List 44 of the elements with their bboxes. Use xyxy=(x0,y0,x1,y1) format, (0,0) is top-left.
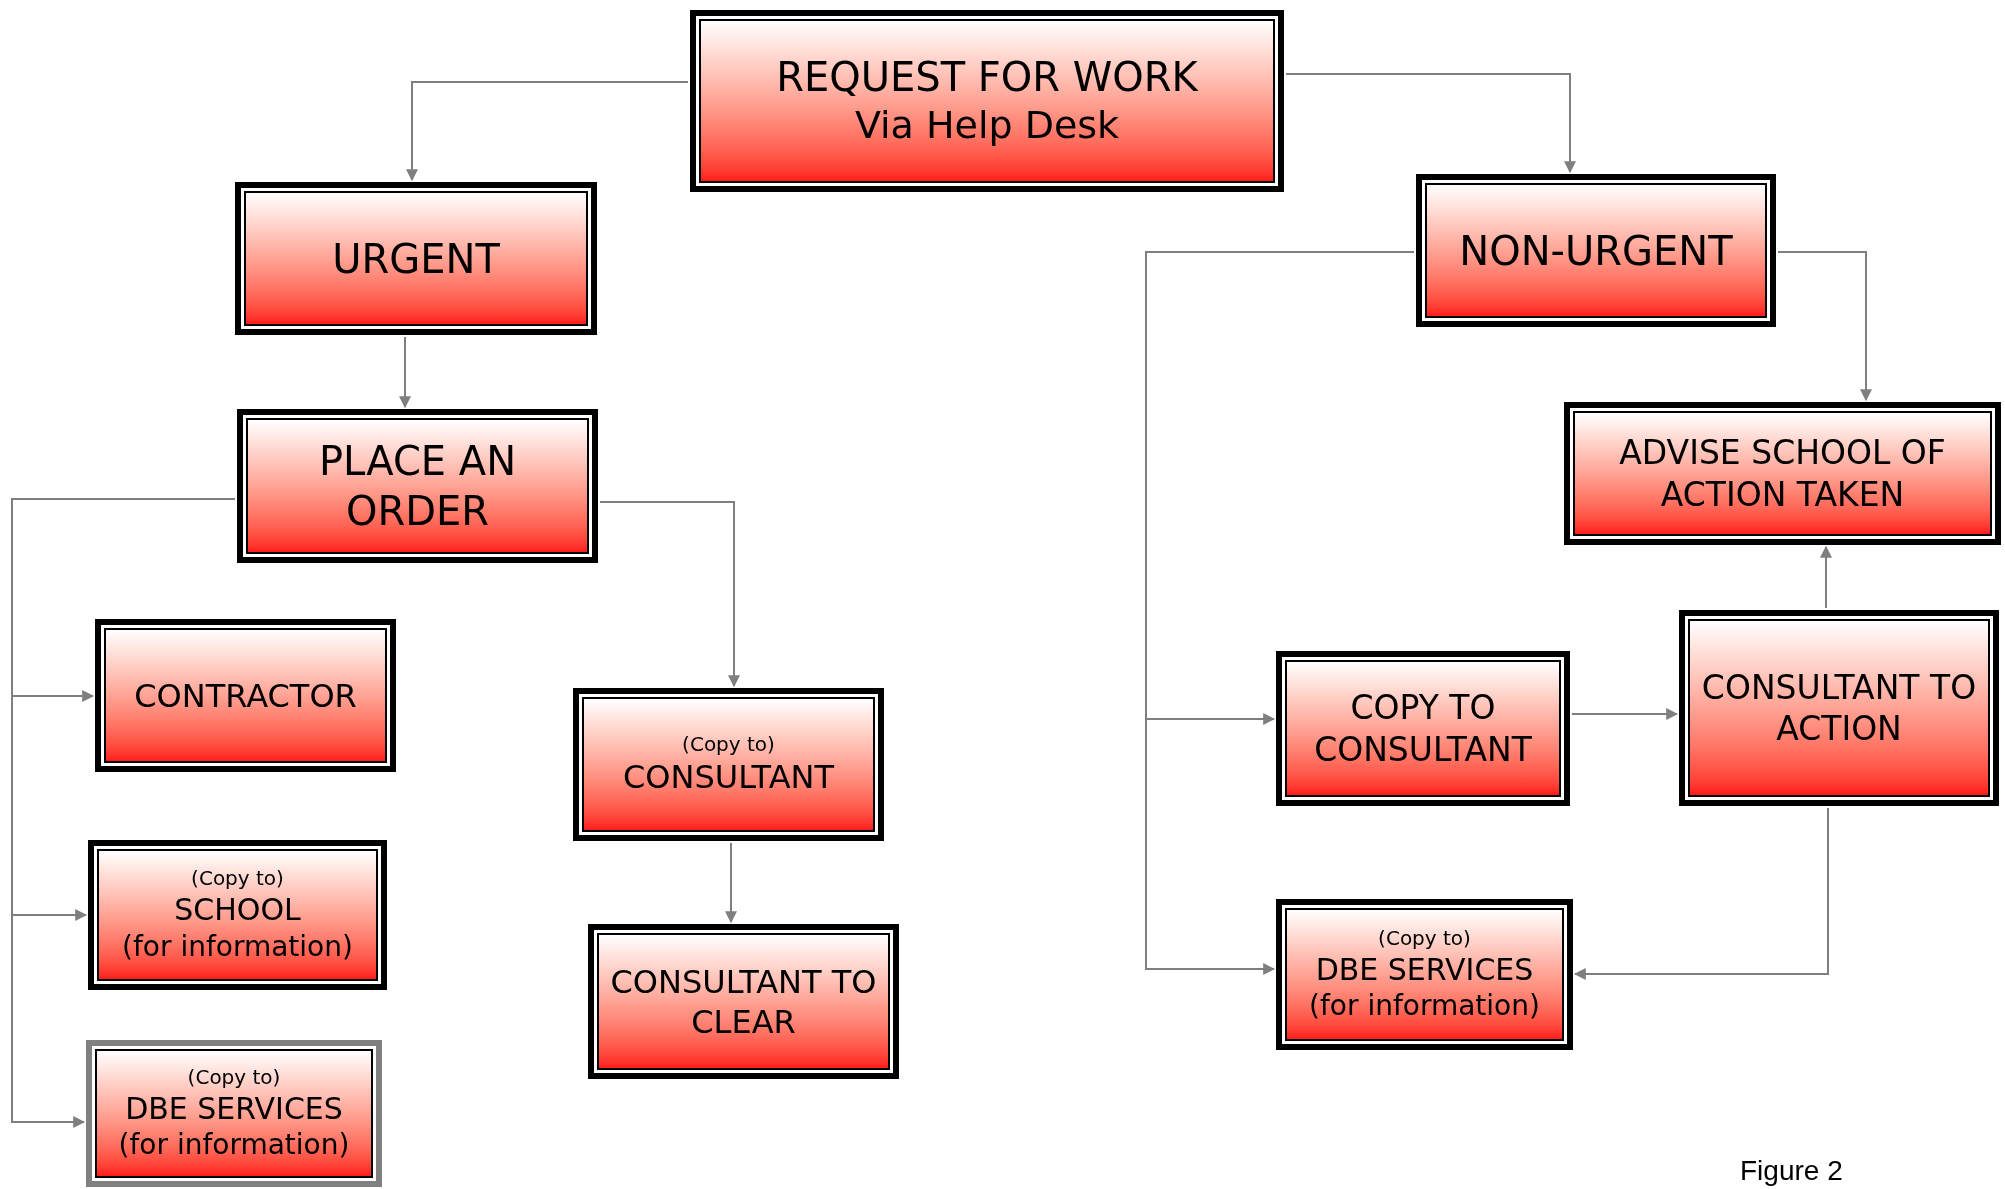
box-text: PLACE AN ORDER xyxy=(317,437,518,536)
process-box xyxy=(588,924,899,1079)
process-box xyxy=(237,409,598,563)
box-text: (Copy to) xyxy=(682,732,775,757)
process-box xyxy=(235,182,597,335)
box-text: CONTRACTOR xyxy=(134,675,357,716)
box-text: Via Help Desk xyxy=(854,102,1120,150)
process-box xyxy=(1564,402,2001,545)
box-text: CONSULTANT xyxy=(622,757,835,797)
arrow xyxy=(1777,251,1872,402)
box-text: ADVISE SCHOOL OF ACTION TAKEN xyxy=(1618,432,1947,515)
process-box xyxy=(95,619,396,772)
arrow xyxy=(599,501,740,688)
arrow xyxy=(399,336,411,409)
arrow xyxy=(406,81,689,182)
process-box xyxy=(88,840,387,990)
arrow xyxy=(725,842,737,924)
box-text: (Copy to) xyxy=(191,866,284,892)
box-text: DBE SERVICES xyxy=(1315,950,1534,989)
process-box xyxy=(573,688,884,841)
process-box xyxy=(1276,899,1573,1050)
box-text: NON-URGENT xyxy=(1459,226,1733,276)
box-text: COPY TO CONSULTANT xyxy=(1313,687,1533,770)
box-text: (for information) xyxy=(1309,988,1540,1024)
box-text: (Copy to) xyxy=(1378,925,1471,951)
arrow xyxy=(1573,807,1829,980)
process-box xyxy=(1679,610,1999,806)
box-text: URGENT xyxy=(332,234,500,284)
process-box xyxy=(1416,174,1776,327)
box-text: CONSULTANT TO CLEAR xyxy=(609,961,878,1042)
box-text: (Copy to) xyxy=(187,1064,281,1090)
box-text: (for information) xyxy=(122,928,353,964)
box-text: CONSULTANT TO ACTION xyxy=(1700,666,1978,750)
arrow xyxy=(1820,545,1832,609)
process-box xyxy=(86,1040,382,1187)
box-text: SCHOOL xyxy=(174,891,301,929)
box-text: (for information) xyxy=(118,1127,350,1163)
arrow xyxy=(1285,73,1576,174)
box-text: REQUEST FOR WORK xyxy=(776,53,1198,103)
process-box xyxy=(690,10,1284,192)
arrow xyxy=(1571,708,1679,720)
box-text: DBE SERVICES xyxy=(125,1089,343,1128)
process-box xyxy=(1276,651,1570,806)
figure-caption: Figure 2 xyxy=(1740,1154,1843,1188)
